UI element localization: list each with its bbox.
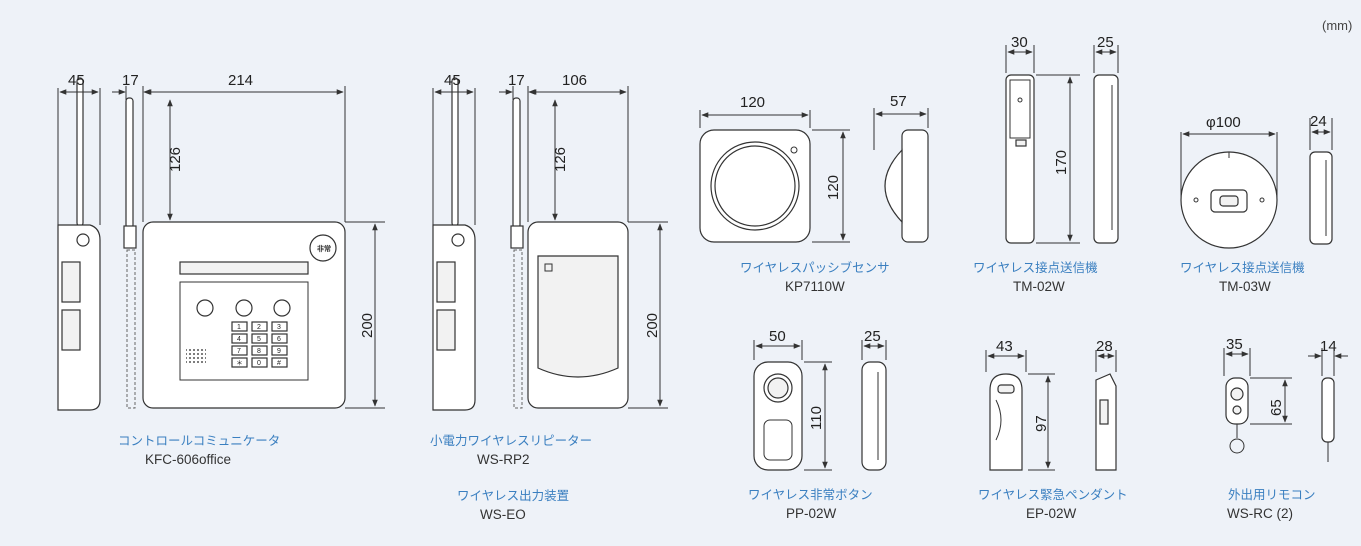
ep-front-view [989,373,1023,471]
ep-height-label: 97 [1033,415,1050,432]
tm03-side-view [1309,151,1333,245]
kfc-side-view [57,77,101,411]
kfc-model: KFC-606office [145,452,231,467]
ep-name: ワイヤレス緊急ペンダント [978,487,1128,502]
rp-antenna-height-label: 126 [552,147,569,172]
key-7: 7 [237,348,241,355]
rc-depth-label: 14 [1320,338,1337,355]
eo-model: WS-EO [480,507,526,522]
kp-model: KP7110W [785,279,845,294]
pp-name: ワイヤレス非常ボタン [748,487,873,502]
emergency-label: 非常 [317,244,331,253]
kp-front-view [699,129,811,243]
rc-model: WS-RC (2) [1227,506,1293,521]
pp-front-view [753,361,803,471]
key-2: 2 [257,324,261,331]
kfc-name: コントロールコミュニケータ [118,433,280,448]
ep-width-label: 43 [996,338,1013,355]
kfc-antenna-label: 17 [122,72,139,89]
tm03-model: TM-03W [1219,279,1271,294]
tm03-diameter-label: φ100 [1206,114,1241,131]
kfc-keypad: 1 2 3 4 5 6 7 8 9 ＊ 0 # [231,321,288,368]
kfc-front-view: 非常 1 2 3 4 5 6 7 8 9 ＊ 0 # [142,221,346,409]
kfc-depth-label: 45 [68,72,85,89]
pp-model: PP-02W [786,506,837,521]
key-3: 3 [277,324,281,331]
rp-model: WS-RP2 [477,452,530,467]
kp-name: ワイヤレスパッシブセンサ [740,260,890,275]
rp-width-label: 106 [562,72,587,89]
key-8: 8 [257,348,261,355]
pp-height-label: 110 [808,406,825,430]
kp-side-view [884,129,929,243]
rp-height-label: 200 [644,313,661,338]
key-1: 1 [237,324,241,331]
tm02-depth-label: 25 [1097,34,1114,51]
tm03-name: ワイヤレス接点送信機 [1180,260,1305,275]
pp-depth-label: 25 [864,328,881,345]
kp-width-label: 120 [740,94,765,111]
rp-front-view [527,221,629,409]
rc-front-view [1225,377,1249,454]
rp-side-view [432,77,476,411]
rp-depth-label: 45 [444,72,461,89]
tm02-side-view [1093,74,1119,244]
key-6: 6 [277,336,281,343]
tm02-width-label: 30 [1011,34,1028,51]
rc-height-label: 65 [1268,399,1285,416]
rp-name: 小電力ワイヤレスリピーター [430,433,592,448]
eo-name: ワイヤレス出力装置 [457,488,569,503]
rp-antenna [510,97,524,409]
rc-name: 外出用リモコン [1228,487,1316,502]
kfc-antenna [123,97,137,409]
kfc-width-label: 214 [228,72,253,89]
ep-side-view [1095,373,1117,471]
tm02-height-label: 170 [1053,150,1070,175]
key-0: 0 [257,360,261,367]
tm03-front-view [1180,151,1278,249]
key-star: ＊ [236,360,243,367]
tm02-front-view [1005,74,1035,244]
rc-side-view [1321,377,1335,462]
tm03-depth-label: 24 [1310,113,1327,130]
key-hash: # [277,360,281,367]
key-9: 9 [277,348,281,355]
key-5: 5 [257,336,261,343]
tm02-name: ワイヤレス接点送信機 [973,260,1098,275]
kp-depth-label: 57 [890,93,907,110]
kfc-height-label: 200 [359,313,376,338]
key-4: 4 [237,336,241,343]
ep-model: EP-02W [1026,506,1077,521]
kp-height-label: 120 [825,175,842,200]
unit-label: (mm) [1322,18,1352,33]
pp-width-label: 50 [769,328,786,345]
rc-width-label: 35 [1226,336,1243,353]
tm02-model: TM-02W [1013,279,1065,294]
ep-depth-label: 28 [1096,338,1113,355]
rp-antenna-label: 17 [508,72,525,89]
kfc-antenna-height-label: 126 [167,147,184,172]
pp-side-view [861,361,887,471]
